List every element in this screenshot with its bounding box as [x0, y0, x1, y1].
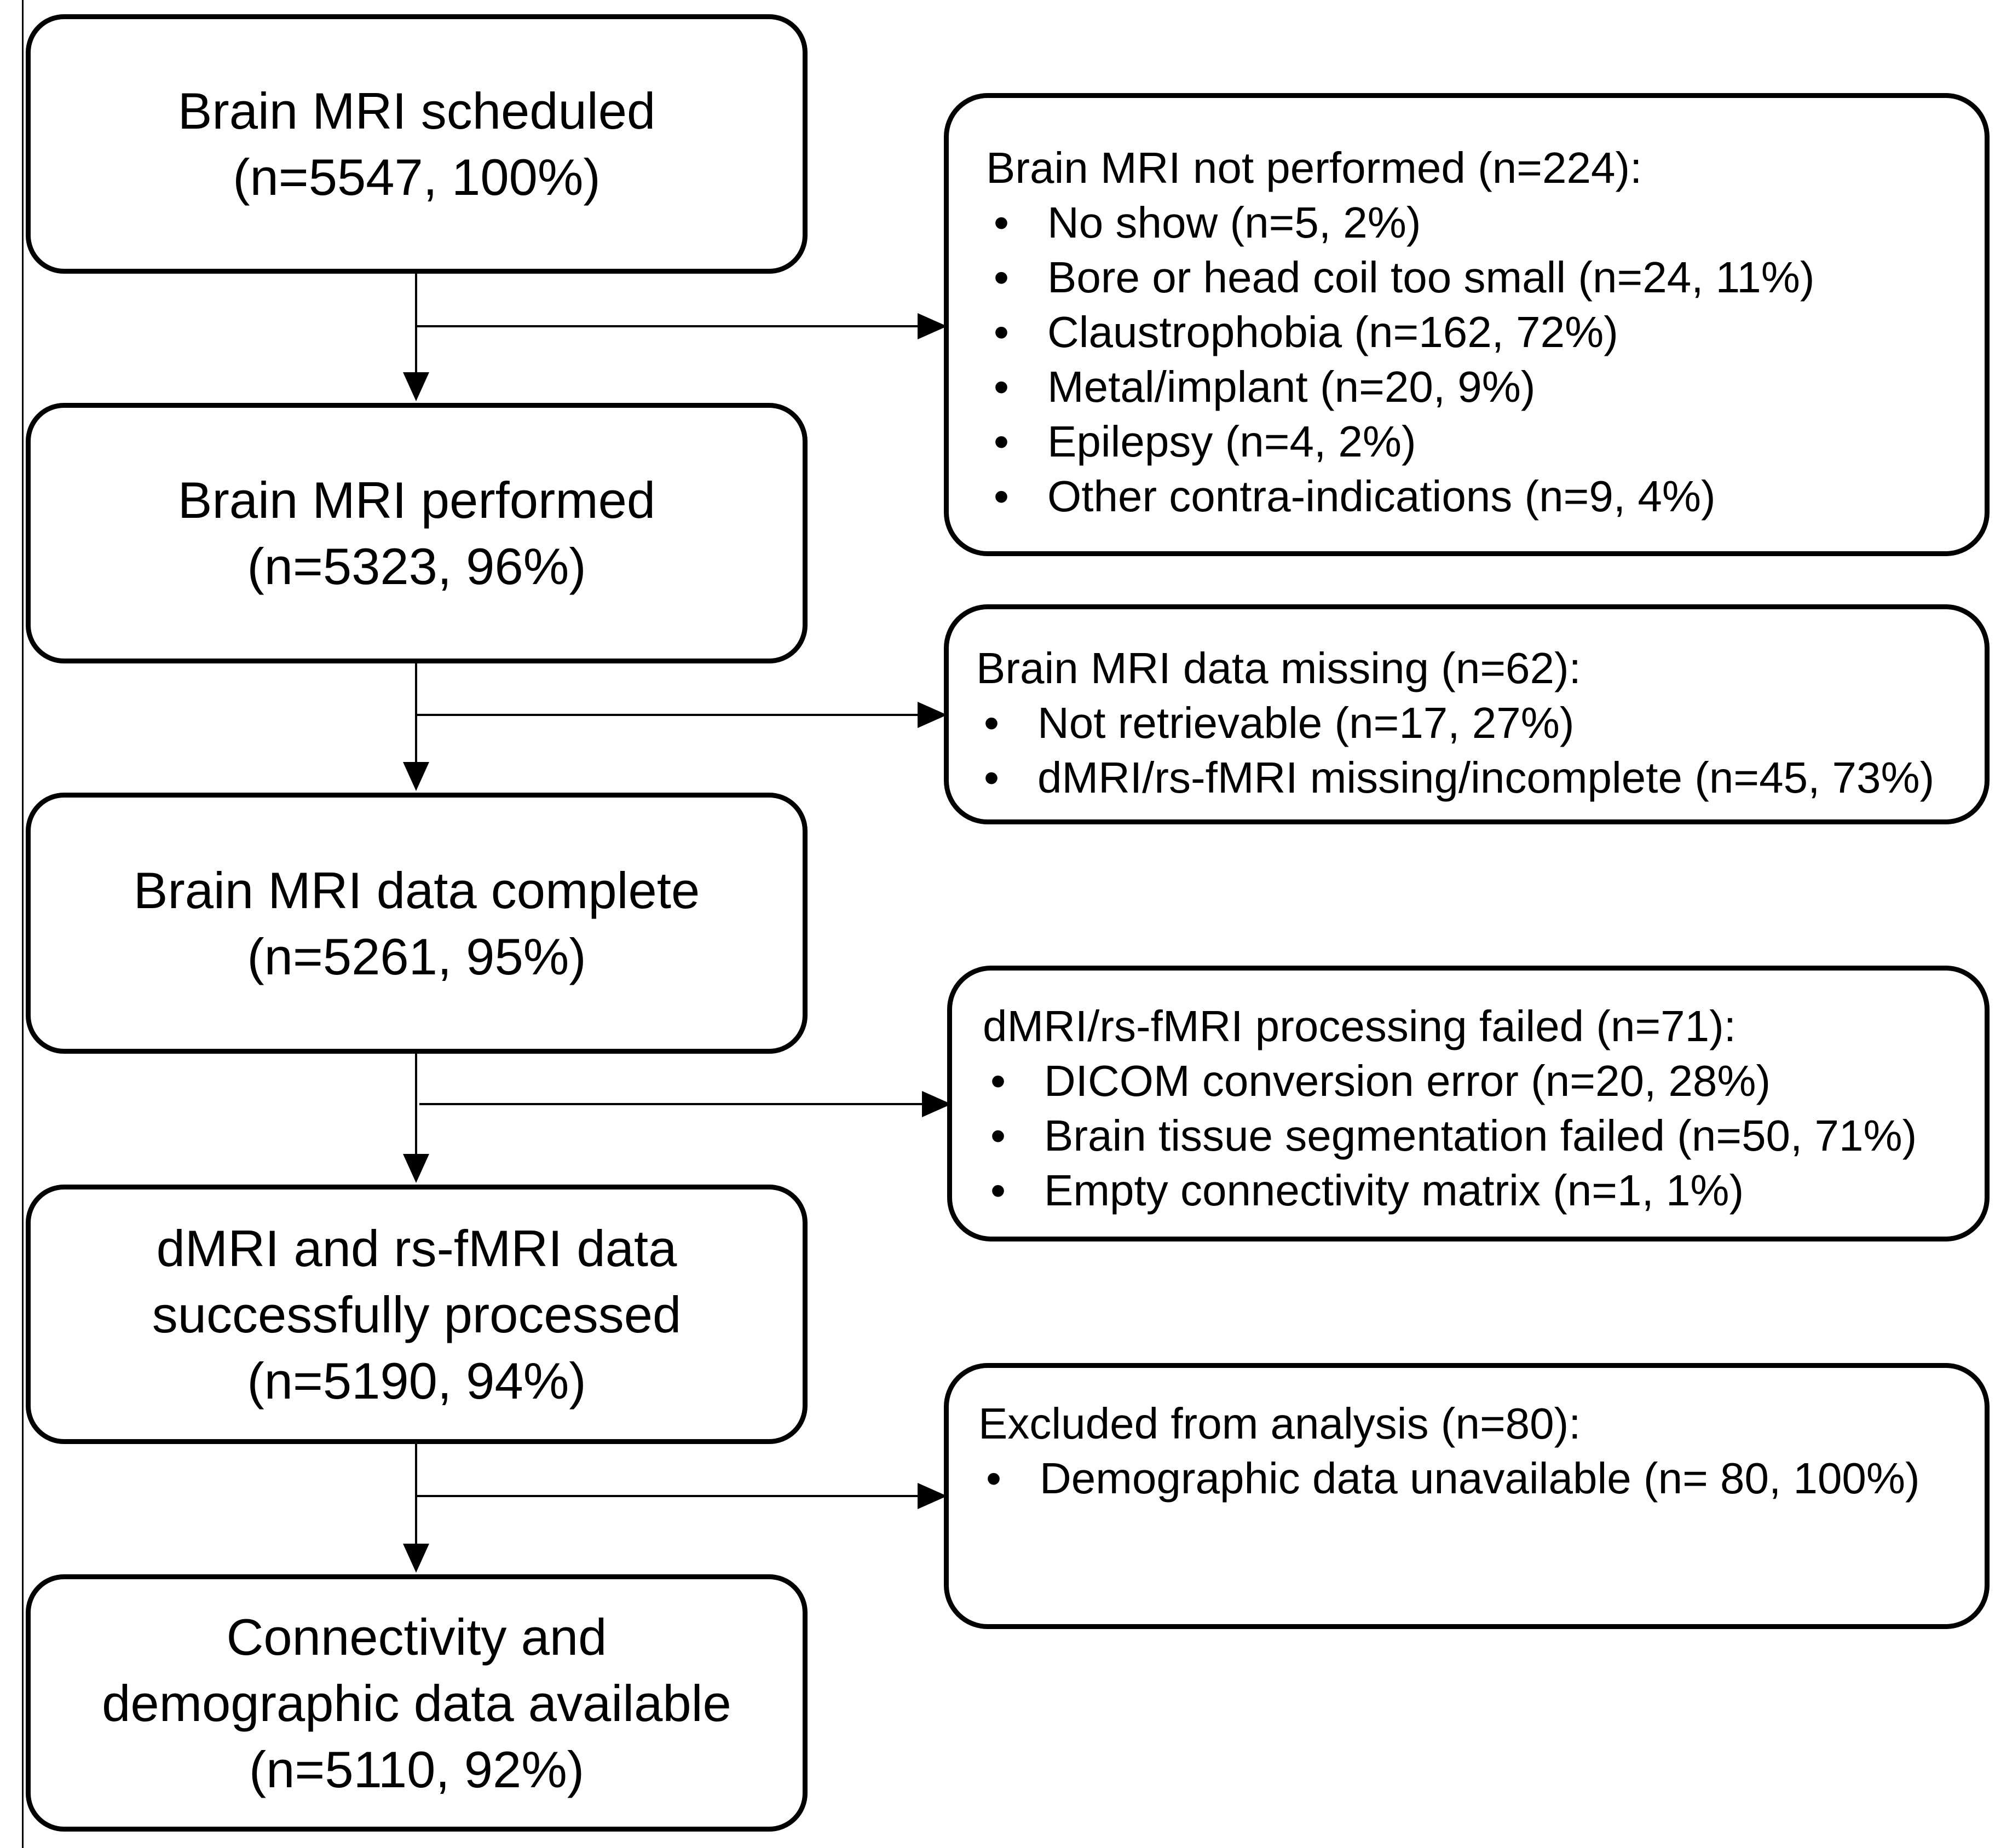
bullet-icon: •	[990, 1056, 1006, 1105]
box-title-line-1: Connectivity and	[226, 1608, 607, 1666]
list-item-label: Empty connectivity matrix (n=1, 1%)	[1044, 1166, 1744, 1215]
side-box-title: Brain MRI data missing (n=62):	[976, 644, 1581, 692]
box-excluded: Excluded from analysis (n=80): • Demogra…	[944, 1363, 1990, 1629]
box-mri-data-missing: Brain MRI data missing (n=62): • Not ret…	[944, 604, 1990, 824]
box-title: Brain MRI data complete	[133, 861, 700, 919]
bullet-icon: •	[994, 472, 1010, 521]
list-item-label: dMRI/rs-fMRI missing/incomplete (n=45, 7…	[1037, 753, 1935, 802]
bullet-icon: •	[994, 362, 1010, 411]
box-title: Brain MRI scheduled	[177, 82, 656, 140]
list-item: • Claustrophobia (n=162, 72%)	[986, 305, 1985, 360]
list-item-label: Not retrievable (n=17, 27%)	[1037, 698, 1575, 747]
list-item: • Bore or head coil too small (n=24, 11%…	[986, 250, 1985, 305]
left-edge-rule	[22, 0, 24, 1848]
list-item: • dMRI/rs-fMRI missing/incomplete (n=45,…	[976, 750, 1985, 805]
list-item-label: Metal/implant (n=20, 9%)	[1047, 362, 1536, 411]
bullet-icon: •	[984, 698, 1000, 747]
box-processing-failed: dMRI/rs-fMRI processing failed (n=71): •…	[947, 966, 1990, 1241]
box-title-line-2: demographic data available	[102, 1674, 731, 1732]
bullet-icon: •	[994, 308, 1010, 356]
bullet-icon: •	[994, 198, 1010, 247]
box-mri-data-complete: Brain MRI data complete (n=5261, 95%)	[26, 793, 808, 1054]
bullet-icon: •	[994, 253, 1010, 302]
box-data-available: Connectivity and demographic data availa…	[26, 1574, 808, 1832]
box-mri-performed: Brain MRI performed (n=5323, 96%)	[26, 403, 808, 663]
list-item-label: Other contra-indications (n=9, 4%)	[1047, 472, 1716, 521]
horizontal-arrow-4	[416, 1483, 947, 1509]
side-box-title: Excluded from analysis (n=80):	[978, 1399, 1581, 1448]
box-title: Brain MRI performed	[177, 471, 656, 529]
list-item: • Epilepsy (n=4, 2%)	[986, 414, 1985, 469]
horizontal-arrow-3	[419, 1091, 952, 1117]
box-count: (n=5261, 95%)	[247, 927, 586, 985]
vertical-arrow-2	[403, 663, 429, 791]
list-item: • Not retrievable (n=17, 27%)	[976, 696, 1985, 750]
box-count: (n=5110, 92%)	[249, 1740, 585, 1798]
list-item-label: Brain tissue segmentation failed (n=50, …	[1044, 1111, 1917, 1160]
vertical-arrow-3	[403, 1054, 429, 1183]
list-item-label: No show (n=5, 2%)	[1047, 198, 1421, 247]
list-item-label: Bore or head coil too small (n=24, 11%)	[1047, 253, 1815, 302]
box-count: (n=5190, 94%)	[247, 1352, 586, 1410]
box-title-line-1: dMRI and rs-fMRI data	[156, 1219, 677, 1277]
vertical-arrow-4	[403, 1444, 429, 1573]
bullet-icon: •	[984, 753, 1000, 802]
side-box-title: Brain MRI not performed (n=224):	[986, 143, 1642, 192]
list-item-label: Epilepsy (n=4, 2%)	[1047, 417, 1416, 466]
box-mri-not-performed: Brain MRI not performed (n=224): • No sh…	[944, 93, 1990, 556]
box-title-line-2: successfully processed	[152, 1285, 682, 1343]
list-item: • Brain tissue segmentation failed (n=50…	[983, 1108, 1985, 1163]
list-item-label: DICOM conversion error (n=20, 28%)	[1044, 1056, 1771, 1105]
bullet-icon: •	[986, 1454, 1002, 1503]
list-item: • Other contra-indications (n=9, 4%)	[986, 469, 1985, 524]
box-mri-scheduled: Brain MRI scheduled (n=5547, 100%)	[26, 14, 808, 274]
box-count: (n=5323, 96%)	[247, 538, 586, 595]
list-item: • Demographic data unavailable (n= 80, 1…	[978, 1451, 1985, 1506]
list-item: • No show (n=5, 2%)	[986, 195, 1985, 250]
box-count: (n=5547, 100%)	[233, 148, 601, 206]
list-item-label: Claustrophobia (n=162, 72%)	[1047, 308, 1618, 356]
box-data-processed: dMRI and rs-fMRI data successfully proce…	[26, 1185, 808, 1444]
list-item-label: Demographic data unavailable (n= 80, 100…	[1040, 1454, 1920, 1503]
vertical-arrow-1	[403, 274, 429, 401]
horizontal-arrow-2	[416, 702, 947, 728]
bullet-icon: •	[990, 1166, 1006, 1215]
list-item: • Metal/implant (n=20, 9%)	[986, 360, 1985, 414]
list-item: • DICOM conversion error (n=20, 28%)	[983, 1054, 1985, 1108]
bullet-icon: •	[990, 1111, 1006, 1160]
horizontal-arrow-1	[416, 313, 947, 339]
bullet-icon: •	[994, 417, 1010, 466]
side-box-title: dMRI/rs-fMRI processing failed (n=71):	[983, 1002, 1737, 1050]
list-item: • Empty connectivity matrix (n=1, 1%)	[983, 1163, 1985, 1218]
